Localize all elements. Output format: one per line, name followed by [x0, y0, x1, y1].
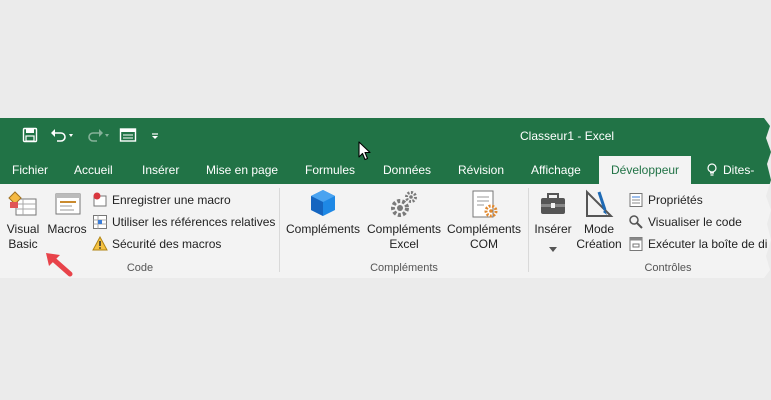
gears-icon: [388, 188, 420, 220]
ribbon-tabs: Fichier Accueil Insérer Mise en page For…: [0, 156, 771, 184]
run-dialog-button[interactable]: Exécuter la boîte de di: [628, 235, 767, 253]
tab-fichier[interactable]: Fichier: [12, 163, 49, 177]
relative-refs-button[interactable]: Utiliser les références relatives: [92, 213, 275, 231]
tab-inserer[interactable]: Insérer: [142, 163, 180, 177]
save-icon: [22, 127, 38, 148]
form-button[interactable]: [118, 127, 138, 147]
tab-donnees[interactable]: Données: [383, 163, 432, 177]
store-icon: [307, 188, 339, 220]
tell-me-box[interactable]: Dites-: [706, 156, 754, 184]
macros-icon: [51, 188, 83, 220]
properties-label: Propriétés: [648, 193, 703, 207]
code-group-label: Code: [126, 262, 154, 274]
tab-formules[interactable]: Formules: [305, 163, 356, 177]
insert-controls-label: Insérer: [534, 222, 572, 236]
customize-qat-button[interactable]: [148, 127, 162, 147]
relative-refs-icon: [92, 214, 108, 230]
undo-icon: [49, 127, 77, 148]
save-button[interactable]: [20, 127, 40, 147]
complements-button[interactable]: Compléments: [284, 188, 362, 237]
record-macro-label: Enregistrer une macro: [112, 193, 231, 207]
redo-button[interactable]: [84, 127, 114, 147]
properties-icon: [628, 192, 644, 208]
form-icon: [119, 127, 137, 148]
record-macro-icon: [92, 192, 108, 208]
controls-group-label: Contrôles: [644, 262, 692, 274]
view-code-button[interactable]: Visualiser le code: [628, 213, 742, 231]
complements-group-label: Compléments: [370, 262, 438, 274]
tell-me-label: Dites-: [723, 163, 755, 177]
insert-controls-button[interactable]: Insérer: [533, 188, 573, 257]
record-macro-button[interactable]: Enregistrer une macro: [92, 191, 231, 209]
design-mode-icon: [583, 188, 615, 220]
macros-button[interactable]: Macros: [46, 188, 88, 237]
title-bar: Classeur1 - Excel: [0, 118, 771, 156]
toolbox-icon: [537, 188, 569, 220]
group-divider: [528, 188, 529, 272]
run-dialog-icon: [628, 236, 644, 252]
tab-mise-en-page[interactable]: Mise en page: [206, 163, 279, 177]
group-divider: [279, 188, 280, 272]
tab-revision[interactable]: Révision: [458, 163, 505, 177]
tab-affichage[interactable]: Affichage: [531, 163, 581, 177]
tab-developpeur[interactable]: Développeur: [599, 156, 692, 184]
tab-accueil[interactable]: Accueil: [74, 163, 113, 177]
relative-refs-label: Utiliser les références relatives: [112, 215, 276, 229]
com-addins-icon: [468, 188, 500, 220]
view-code-label: Visualiser le code: [648, 215, 742, 229]
redo-icon: [85, 127, 113, 148]
undo-button[interactable]: [48, 127, 78, 147]
macro-security-label: Sécurité des macros: [112, 237, 222, 251]
properties-button[interactable]: Propriétés: [628, 191, 703, 209]
lightbulb-icon: [706, 163, 718, 177]
annotation-arrow-icon: [42, 250, 74, 278]
macros-label: Macros: [47, 222, 87, 236]
mouse-cursor-icon: [358, 141, 372, 161]
visual-basic-icon: [7, 188, 39, 220]
window-title: Classeur1 - Excel: [520, 129, 615, 143]
view-code-icon: [628, 214, 644, 230]
excel-window: Classeur1 - Excel Fichier Accueil Insére…: [0, 118, 771, 278]
chevron-down-icon: [549, 239, 557, 257]
customize-icon: [150, 128, 160, 146]
macro-security-button[interactable]: Sécurité des macros: [92, 235, 221, 253]
warning-icon: [92, 236, 108, 252]
complements-label: Compléments: [285, 222, 361, 236]
run-dialog-label: Exécuter la boîte de di: [648, 237, 768, 251]
